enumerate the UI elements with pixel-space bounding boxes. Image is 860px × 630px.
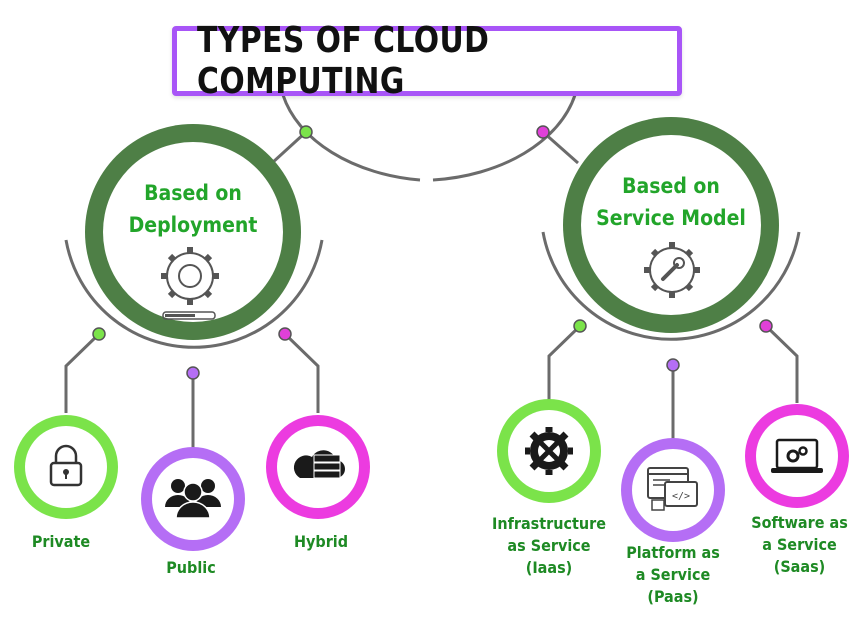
hub-right-arc	[541, 231, 801, 341]
leaf-saas-label-line1: Software as	[751, 513, 848, 532]
svg-text:</>: </>	[672, 491, 690, 502]
hub-deployment-label: Based on Deployment	[113, 177, 273, 241]
connector-iaas	[547, 324, 582, 403]
hub-service-face	[581, 135, 761, 315]
hub-service	[563, 117, 779, 333]
hub-service-label: Based on Service Model	[581, 170, 761, 234]
leaf-private-label: Private	[31, 532, 91, 551]
connector-hybrid	[283, 332, 320, 413]
gear-icon	[161, 247, 219, 305]
hub-deployment-face	[103, 142, 283, 322]
lock-icon	[49, 444, 83, 487]
leaf-hybrid-label: Hybrid	[293, 532, 349, 551]
hub-deployment-label-line2: Deployment	[128, 213, 258, 237]
node-iaas	[573, 319, 587, 333]
code-window-icon: </>	[647, 467, 698, 511]
leaf-paas-label-line2: a Service	[635, 565, 711, 584]
leaf-paas-label-line3: (Paas)	[647, 587, 699, 606]
hub-deployment	[85, 124, 301, 340]
leaf-iaas-label-line1: Infrastructure	[491, 514, 606, 533]
leaf-hybrid	[266, 415, 370, 519]
top-arc-right	[432, 94, 577, 182]
progress-bar-icon	[162, 311, 216, 320]
people-group-icon	[165, 479, 221, 519]
leaf-iaas-label: Infrastructure as Service (Iaas)	[484, 513, 614, 579]
leaf-saas-label-line2: a Service	[762, 535, 837, 554]
node-saas	[759, 319, 773, 333]
hub-deployment-label-line1: Based on	[144, 181, 242, 205]
leaf-iaas-label-line2: as Service	[507, 536, 591, 555]
hub-left-arc	[64, 239, 324, 349]
node-private	[92, 327, 106, 341]
leaf-public-label: Public	[166, 558, 216, 577]
cloud-server-icon	[293, 450, 345, 479]
connector-saas	[764, 324, 799, 403]
connector-private	[64, 332, 101, 413]
leaf-saas	[745, 404, 849, 508]
connector-top-right	[542, 130, 579, 165]
node-paas	[666, 358, 680, 372]
node-public	[186, 366, 200, 380]
leaf-paas-label: Platform as a Service (Paas)	[613, 542, 733, 608]
top-node-magenta	[536, 125, 550, 139]
top-node-green	[299, 125, 313, 139]
leaf-paas-label-line1: Platform as	[626, 543, 720, 562]
gears-icon	[525, 427, 573, 475]
laptop-gears-icon	[771, 438, 823, 473]
leaf-saas-label: Software as a Service (Saas)	[742, 512, 857, 578]
page-title: TYPES OF CLOUD COMPUTING	[197, 20, 490, 102]
leaf-iaas	[497, 399, 601, 503]
leaf-private	[14, 415, 118, 519]
leaf-iaas-label-line3: (Iaas)	[525, 558, 573, 577]
connector-top-left	[270, 130, 308, 165]
leaf-public	[141, 447, 245, 551]
node-hybrid	[278, 327, 292, 341]
hub-service-label-line2: Service Model	[596, 206, 746, 230]
gear-wrench-icon	[644, 242, 700, 298]
leaf-paas: </>	[621, 438, 725, 542]
hub-service-label-line1: Based on	[622, 174, 720, 198]
title-box: TYPES OF CLOUD COMPUTING	[172, 20, 682, 102]
top-arc-left	[281, 94, 421, 182]
leaf-saas-label-line3: (Saas)	[773, 557, 826, 576]
